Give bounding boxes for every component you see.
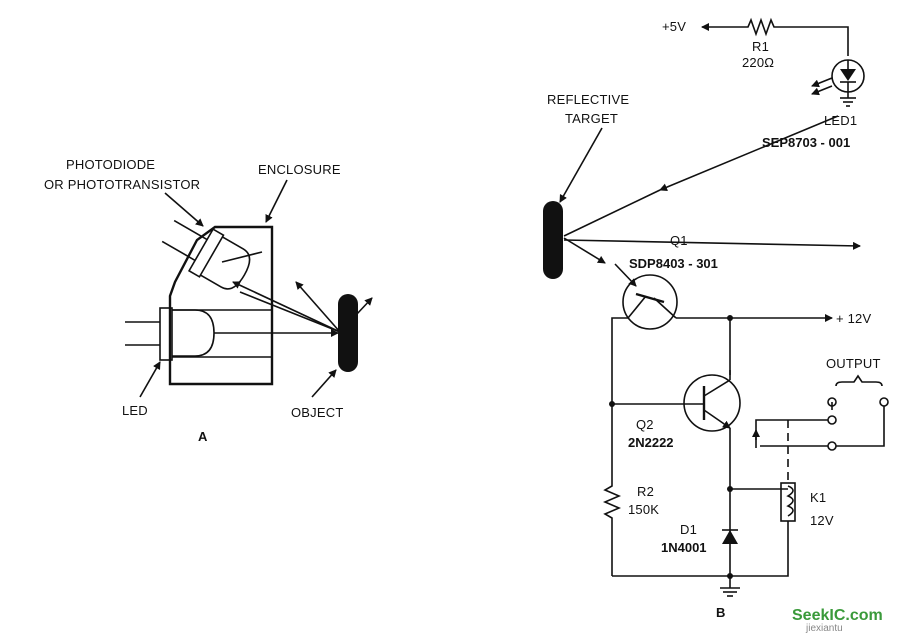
label-r1-value: 220Ω — [742, 55, 774, 70]
label-output: OUTPUT — [826, 356, 881, 371]
label-q1-part: SDP8403 - 301 — [629, 256, 718, 271]
label-d1-name: D1 — [680, 522, 697, 537]
watermark-sub: jiexiantu — [805, 623, 843, 634]
diode-d1 — [722, 486, 738, 579]
label-k1-name: K1 — [810, 490, 826, 505]
label-photodiode-1: PHOTODIODE — [66, 157, 155, 172]
output-contacts — [752, 374, 889, 451]
photodiode-component — [161, 219, 251, 290]
label-d1-part: 1N4001 — [661, 540, 707, 555]
caption-b: B — [716, 605, 725, 620]
resistor-r2 — [602, 482, 622, 576]
object-target — [338, 294, 358, 372]
label-r1-name: R1 — [752, 39, 769, 54]
reflective-target — [543, 201, 563, 279]
label-supply-5v: +5V — [662, 19, 686, 34]
resistor-r1 — [740, 17, 849, 56]
label-target-2: TARGET — [565, 111, 618, 126]
label-led1-part: SEP8703 - 001 — [762, 135, 850, 150]
label-q2-name: Q2 — [636, 417, 654, 432]
diagram-b: +5V R1 220Ω LED1 SEP8703 - 001 REFLECTIV… — [543, 17, 889, 620]
label-r2-value: 150K — [628, 502, 659, 517]
label-supply-12v: + 12V — [836, 311, 871, 326]
relay-k1 — [730, 420, 796, 577]
label-photodiode-2: OR PHOTOTRANSISTOR — [44, 177, 200, 192]
enclosure-body — [168, 225, 274, 386]
label-k1-value: 12V — [810, 513, 834, 528]
watermark: SeekIC.com jiexiantu — [792, 607, 883, 634]
label-enclosure: ENCLOSURE — [258, 162, 341, 177]
q1-phototransistor — [614, 263, 678, 330]
label-led: LED — [122, 403, 148, 418]
label-r2-name: R2 — [637, 484, 654, 499]
led1-component — [811, 59, 865, 107]
label-q2-part: 2N2222 — [628, 435, 674, 450]
watermark-main: SeekIC.com — [792, 607, 883, 624]
label-q1-name: Q1 — [670, 233, 688, 248]
caption-a: A — [198, 429, 208, 444]
label-led1-name: LED1 — [824, 113, 857, 128]
q2-transistor — [609, 374, 741, 432]
diagram-a: PHOTODIODE OR PHOTOTRANSISTOR ENCLOSURE … — [44, 157, 373, 444]
label-target-1: REFLECTIVE — [547, 92, 629, 107]
label-object: OBJECT — [291, 405, 343, 420]
